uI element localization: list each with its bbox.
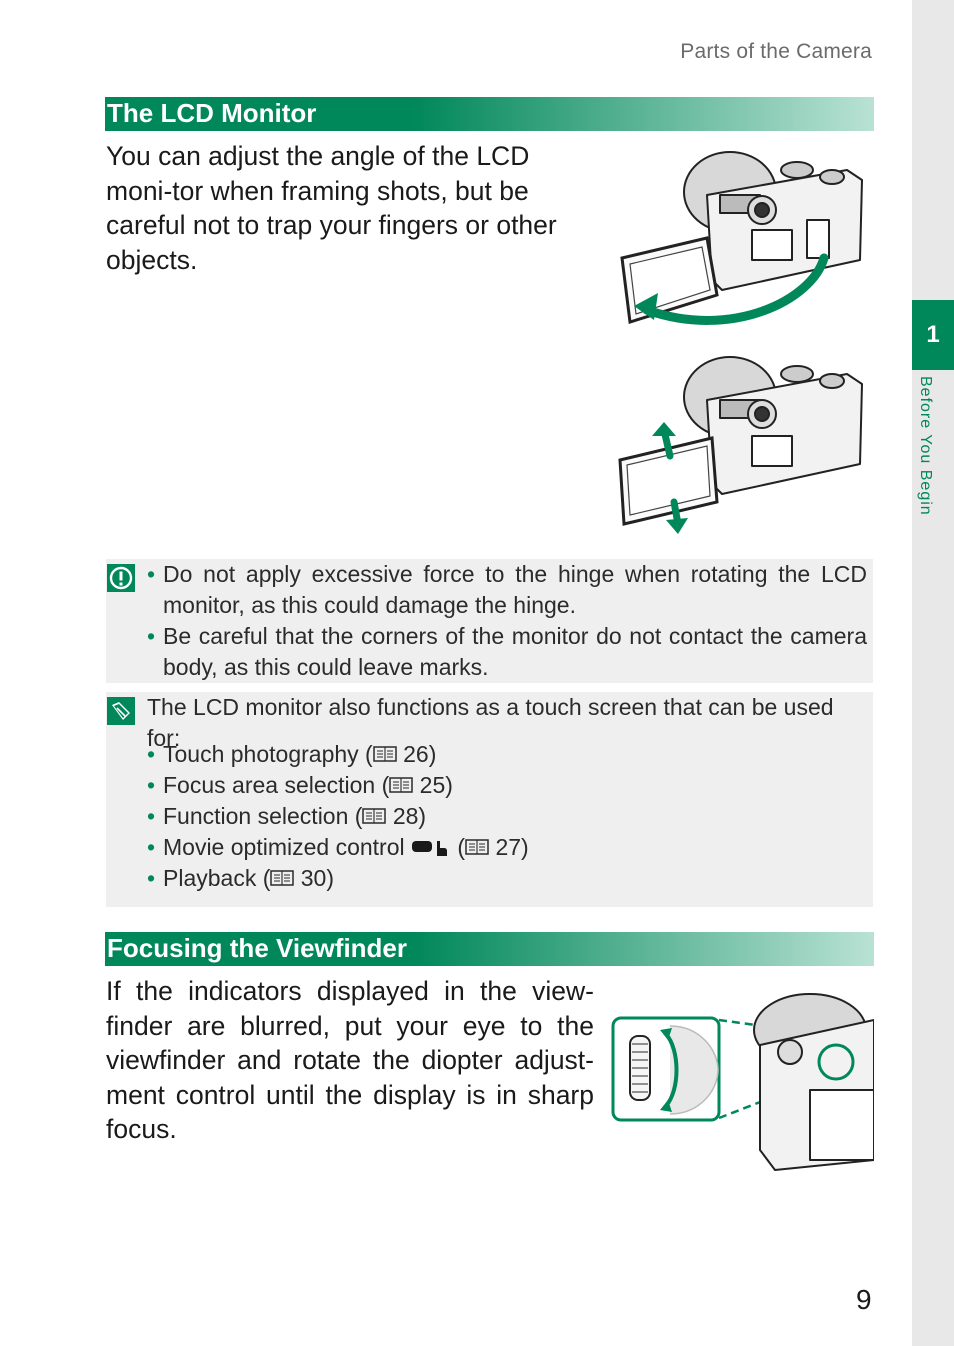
- note-icon: [107, 697, 135, 725]
- page-ref-link[interactable]: 26: [403, 741, 429, 767]
- camera-monitor-swing-illustration: [620, 151, 863, 325]
- diopter-adjustment-illustration: [611, 993, 874, 1171]
- page-ref-link[interactable]: 27: [495, 834, 522, 860]
- caution-list: • Do not apply excessive force to the hin…: [147, 559, 867, 683]
- book-icon: [465, 839, 489, 855]
- section-title: Focusing the Viewfinder: [107, 933, 408, 963]
- list-item: •Touch photography ( 26): [147, 739, 867, 770]
- chapter-number: 1: [926, 321, 940, 348]
- page-ref-link[interactable]: 25: [419, 772, 446, 798]
- chapter-side-strip: [912, 0, 954, 1346]
- running-header: Parts of the Camera: [680, 40, 872, 63]
- note-intro: The LCD monitor also functions as a touc…: [147, 694, 834, 751]
- page-ref-link[interactable]: 28: [392, 803, 419, 829]
- book-icon: [372, 746, 397, 762]
- movie-touch-icon: [412, 841, 447, 856]
- caution-item: • Do not apply excessive force to the hin…: [147, 559, 867, 621]
- caution-item: • Be careful that the corners of the moni…: [147, 621, 867, 683]
- list-item: •Movie optimized control ( 27): [147, 832, 867, 863]
- book-icon: [389, 777, 414, 793]
- page-number: 9: [856, 1284, 872, 1315]
- section-title: The LCD Monitor: [107, 98, 317, 128]
- note-box: The LCD monitor also functions as a touc…: [106, 692, 873, 907]
- camera-monitor-tilt-illustration: [618, 356, 863, 534]
- caution-box: • Do not apply excessive force to the hin…: [106, 559, 873, 683]
- section-bar-viewfinder: Focusing the Viewfinder: [105, 932, 874, 966]
- touch-features-list: •Touch photography ( 26) •Focus area sel…: [147, 739, 867, 894]
- viewfinder-body: If the indicators displayed in the view-…: [106, 974, 594, 1147]
- book-icon: [362, 808, 387, 824]
- page-ref-link[interactable]: 30: [300, 865, 327, 891]
- bullet-icon: •: [147, 865, 156, 891]
- chapter-label: Before You Begin: [917, 376, 934, 516]
- viewfinder-paragraph: If the indicators displayed in the view-…: [106, 976, 594, 1144]
- lcd-monitor-paragraph: You can adjust the angle of the LCD moni…: [106, 141, 557, 275]
- caution-icon: [107, 564, 135, 592]
- chapter-tab: 1: [912, 300, 954, 370]
- bullet-icon: •: [147, 772, 156, 798]
- list-item: •Playback ( 30): [147, 863, 867, 894]
- bullet-icon: •: [147, 741, 156, 767]
- section-bar-lcd-monitor: The LCD Monitor: [105, 97, 874, 131]
- list-item: •Focus area selection ( 25): [147, 770, 867, 801]
- bullet-icon: •: [147, 834, 156, 860]
- book-icon: [270, 870, 295, 886]
- lcd-monitor-body: You can adjust the angle of the LCD moni…: [106, 139, 596, 277]
- list-item: •Function selection ( 28): [147, 801, 867, 832]
- caution-item-text: Do not apply excessive force to the hing…: [163, 561, 867, 618]
- bullet-icon: •: [147, 561, 156, 587]
- caution-item-text: Be careful that the corners of the monit…: [163, 623, 867, 680]
- bullet-icon: •: [147, 803, 156, 829]
- bullet-icon: •: [147, 623, 156, 649]
